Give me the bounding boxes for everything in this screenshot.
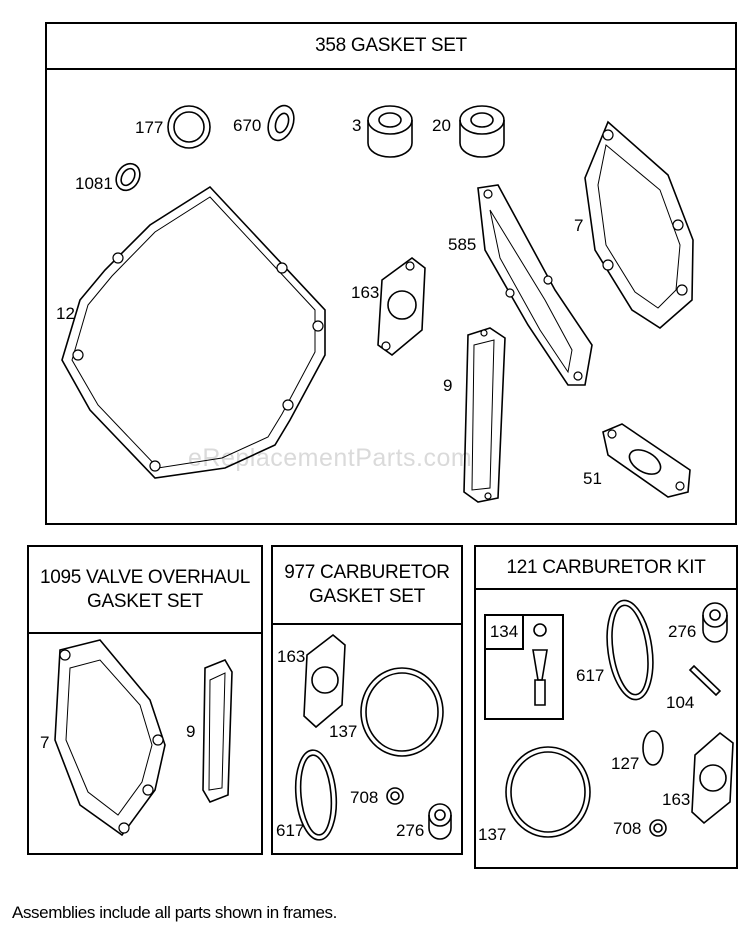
label-670: 670 [233, 116, 262, 135]
carb-gasket-label-137: 137 [329, 722, 358, 741]
valve-overhaul-title-line2: GASKET SET [87, 590, 203, 612]
carb-kit-label-137: 137 [478, 825, 507, 844]
gasket-set-title: 358 GASKET SET [47, 24, 735, 70]
subassembly-134-box: 134 [484, 614, 564, 720]
carburetor-gasket-title-line2: GASKET SET [309, 586, 425, 607]
carburetor-gasket-title: 977 CARBURETOR GASKET SET [273, 547, 461, 625]
label-177: 177 [135, 118, 164, 137]
carburetor-gasket-title-line1: 977 CARBURETOR [284, 562, 450, 584]
label-3: 3 [352, 116, 362, 135]
label-9: 9 [443, 376, 453, 395]
carb-kit-label-127: 127 [611, 754, 640, 773]
footnote: Assemblies include all parts shown in fr… [12, 903, 337, 922]
carb-gasket-label-617: 617 [276, 821, 305, 840]
carburetor-kit-title: 121 CARBURETOR KIT [476, 547, 736, 590]
carburetor-kit-title-text: 121 CARBURETOR KIT [506, 556, 706, 578]
label-585: 585 [448, 235, 477, 254]
label-20: 20 [432, 116, 451, 135]
label-51: 51 [583, 469, 602, 488]
carb-gasket-label-708: 708 [350, 788, 379, 807]
subassembly-134-label: 134 [486, 616, 524, 650]
valve-overhaul-title-line1: 1095 VALVE OVERHAUL [39, 566, 251, 588]
carb-kit-label-163: 163 [662, 790, 691, 809]
carb-kit-label-104: 104 [666, 693, 695, 712]
carb-gasket-label-163: 163 [277, 647, 306, 666]
gasket-set-title-text: 358 GASKET SET [315, 35, 467, 57]
watermark: eReplacementParts.com [188, 444, 473, 472]
label-1081: 1081 [75, 174, 113, 193]
valve-label-7: 7 [40, 733, 50, 752]
label-163: 163 [351, 283, 380, 302]
carb-gasket-label-276: 276 [396, 821, 425, 840]
carburetor-gasket-frame: 977 CARBURETOR GASKET SET [271, 545, 463, 855]
carb-kit-label-617: 617 [576, 666, 605, 685]
valve-overhaul-frame: 1095 VALVE OVERHAUL GASKET SET [27, 545, 263, 855]
carb-kit-label-276: 276 [668, 622, 697, 641]
carb-kit-label-708: 708 [613, 819, 642, 838]
label-7: 7 [574, 216, 584, 235]
valve-label-9: 9 [186, 722, 196, 741]
valve-overhaul-title: 1095 VALVE OVERHAUL GASKET SET [29, 547, 261, 634]
label-12: 12 [56, 304, 75, 323]
